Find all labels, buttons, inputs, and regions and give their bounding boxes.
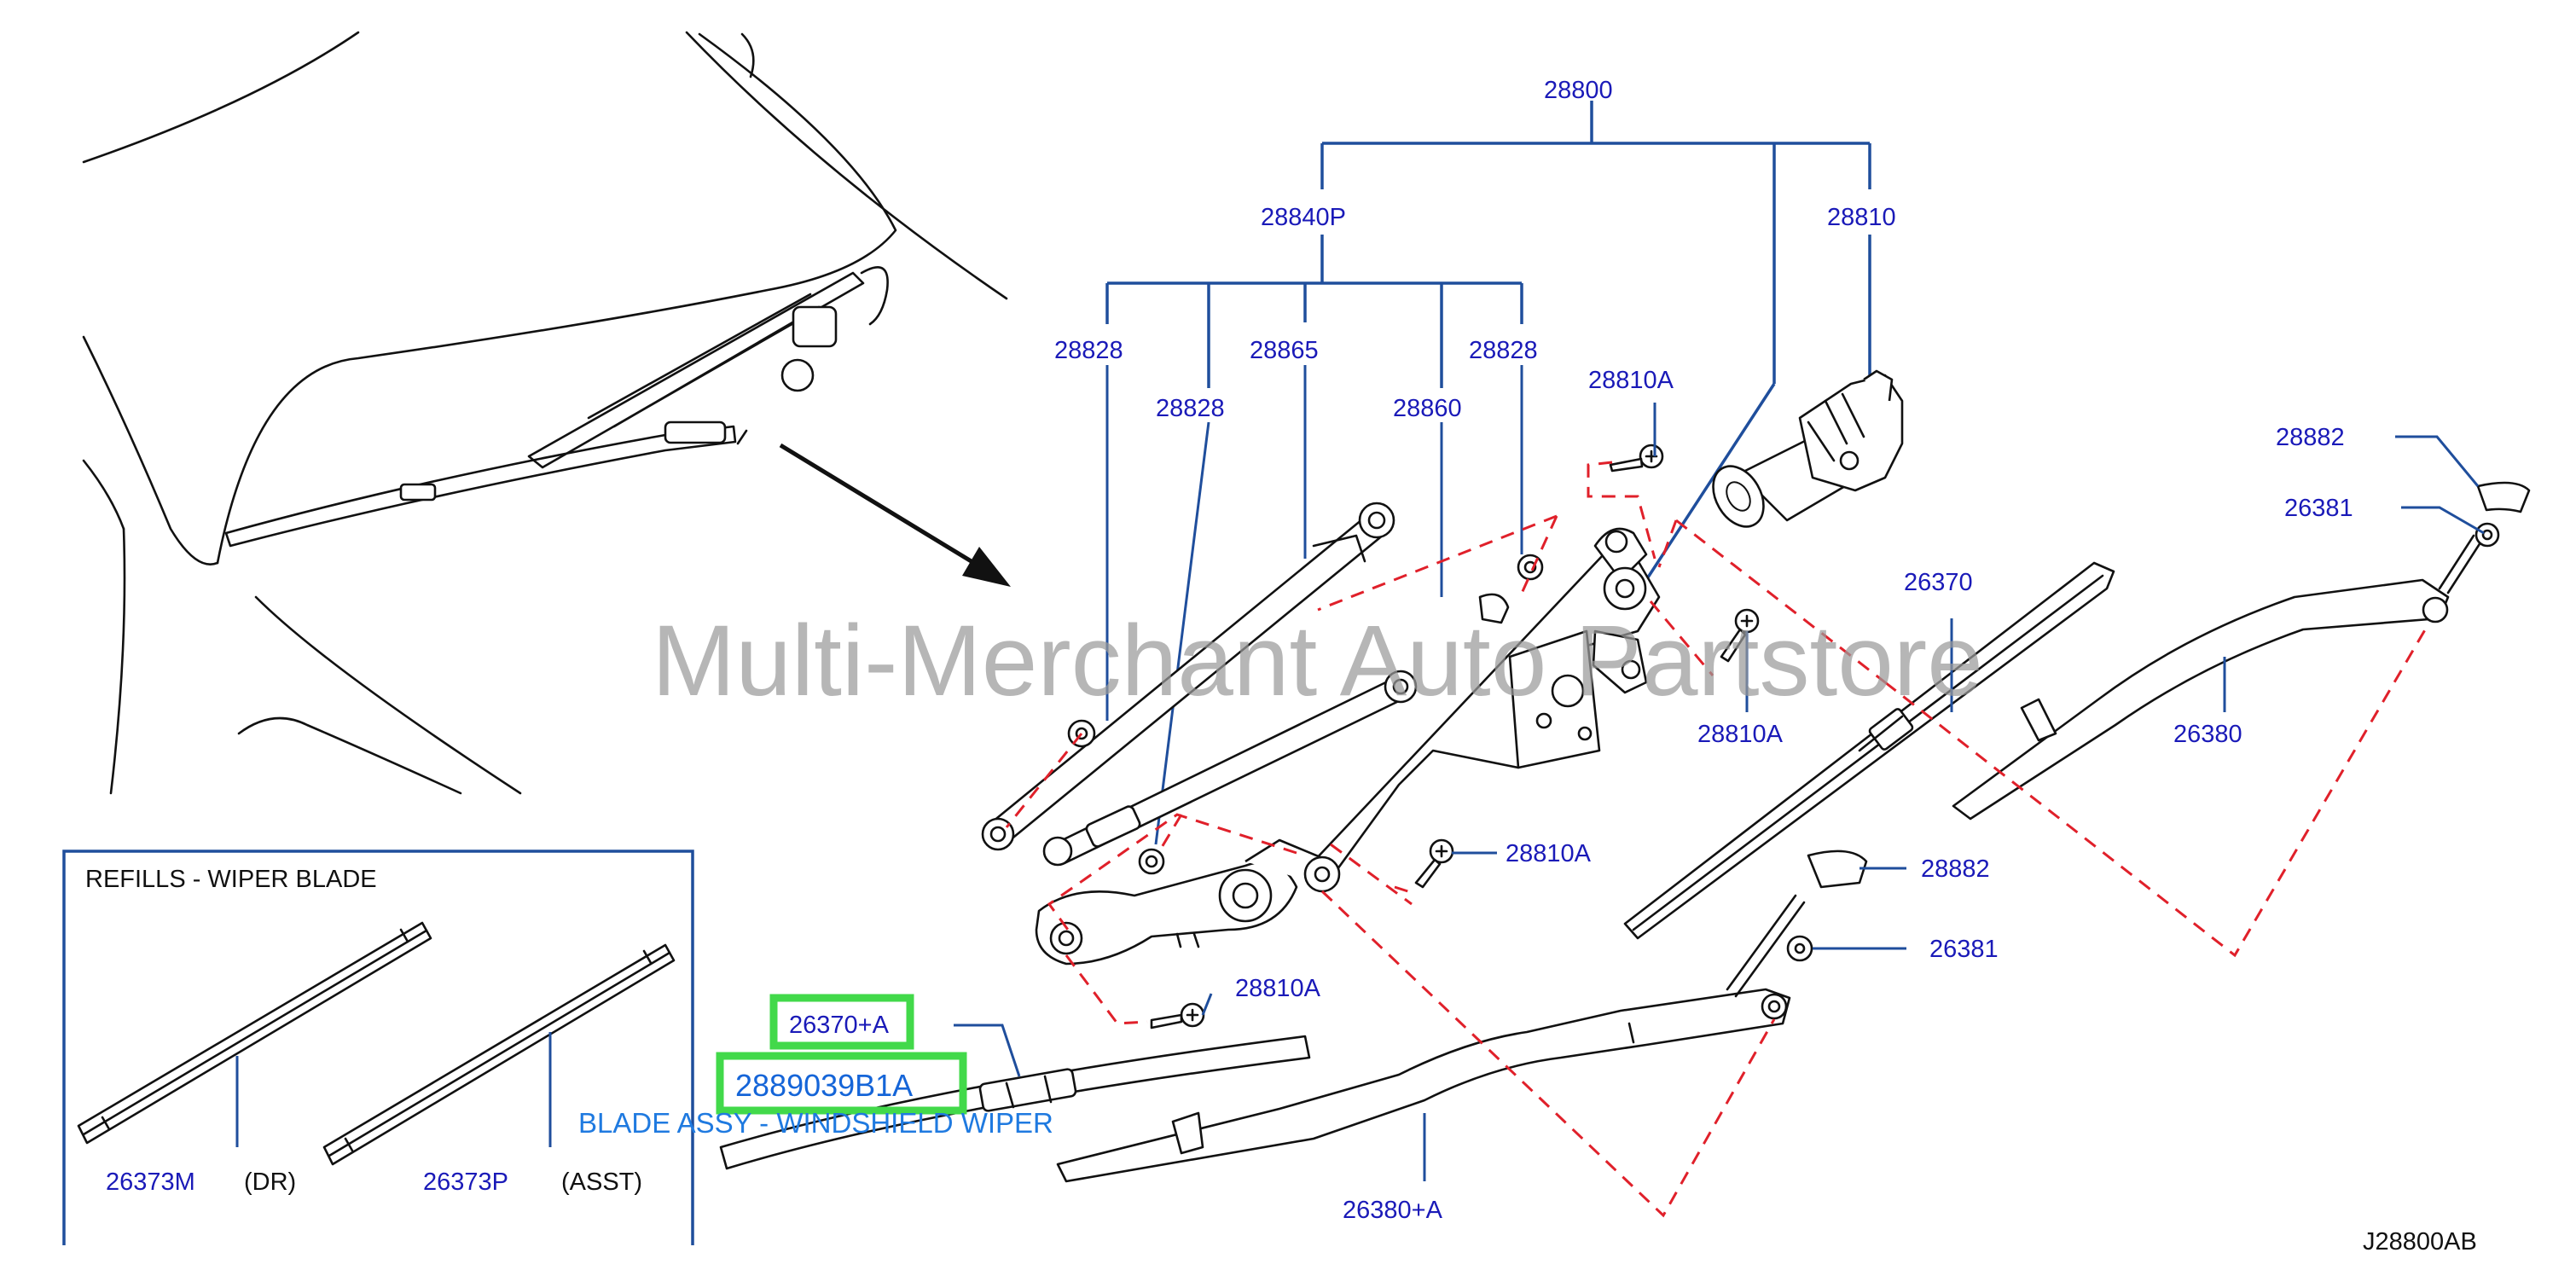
wiper-arm-26380A	[1056, 894, 1806, 1183]
note-dr: (DR)	[244, 1169, 296, 1196]
caps-and-nuts	[1786, 481, 2531, 962]
callout-28882-low[interactable]: 28882	[1921, 855, 1990, 883]
selected-part[interactable]: 2889039B1A BLADE ASSY - WINDSHIELD WIPER	[578, 1052, 1053, 1139]
screw-top	[1609, 444, 1664, 473]
part-26373P[interactable]: 26373P	[423, 1169, 508, 1196]
wiper-blade-26370	[1623, 561, 2115, 940]
callout-28810A-top[interactable]: 28810A	[1588, 367, 1674, 394]
wiper-blade-26370A	[719, 1035, 1311, 1170]
callout-28810A-low[interactable]: 28810A	[1506, 840, 1592, 867]
selected-part-number[interactable]: 2889039B1A	[735, 1068, 913, 1103]
callout-26380A[interactable]: 26380+A	[1343, 1197, 1443, 1224]
highlight-box-selected-part	[716, 1052, 967, 1115]
callout-28828-b[interactable]: 28828	[1156, 395, 1225, 422]
callout-28810A-mid[interactable]: 28810A	[1697, 721, 1784, 748]
callout-28860[interactable]: 28860	[1393, 395, 1462, 422]
callout-28810A-bottom[interactable]: 28810A	[1235, 975, 1321, 1002]
callout-26370A[interactable]: 26370+A	[789, 1012, 890, 1039]
screw-low	[1150, 1002, 1205, 1029]
highlighted-callout-26370A[interactable]: 26370+A	[769, 994, 914, 1050]
callout-28882-top[interactable]: 28882	[2276, 424, 2345, 451]
callout-labels: 28800 28840P 28810 28828 28828 28865 288…	[1054, 77, 2353, 1224]
wiper-linkage-assembly	[981, 502, 1661, 966]
callout-26381-low[interactable]: 26381	[1929, 936, 1999, 963]
part-26373M[interactable]: 26373M	[106, 1169, 195, 1196]
screw-mid	[1414, 838, 1454, 889]
inset-title: REFILLS - WIPER BLADE	[85, 866, 377, 893]
callout-28810[interactable]: 28810	[1827, 204, 1896, 231]
callout-26380[interactable]: 26380	[2173, 721, 2242, 748]
vehicle-overview-illustration	[82, 31, 1008, 795]
callout-28828-a[interactable]: 28828	[1054, 337, 1123, 364]
callout-tree	[1105, 101, 1871, 845]
wiper-motor-28810	[1712, 369, 1904, 528]
callout-28865[interactable]: 28865	[1250, 337, 1319, 364]
callout-28800[interactable]: 28800	[1544, 77, 1613, 104]
dashed-guide-lines	[1005, 461, 2428, 1218]
leader-lines	[954, 403, 2485, 1181]
diagram-code: J28800AB	[2363, 1228, 2477, 1256]
callout-26381-top[interactable]: 26381	[2284, 495, 2353, 522]
watermark-text: Multi-Merchant Auto Partstore	[652, 605, 1983, 717]
highlight-box-26370A	[769, 994, 914, 1050]
note-asst: (ASST)	[561, 1169, 642, 1196]
callout-28840P[interactable]: 28840P	[1261, 204, 1346, 231]
selected-part-description: BLADE ASSY - WINDSHIELD WIPER	[578, 1107, 1053, 1139]
direction-arrow	[779, 443, 1011, 587]
screw-right	[1720, 608, 1760, 663]
refills-inset: REFILLS - WIPER BLADE 26373M (DR) 26373P…	[62, 850, 694, 1245]
wiper-arm-26380	[1952, 534, 2484, 821]
callout-28828-c[interactable]: 28828	[1469, 337, 1538, 364]
callout-26370[interactable]: 26370	[1904, 569, 1973, 596]
